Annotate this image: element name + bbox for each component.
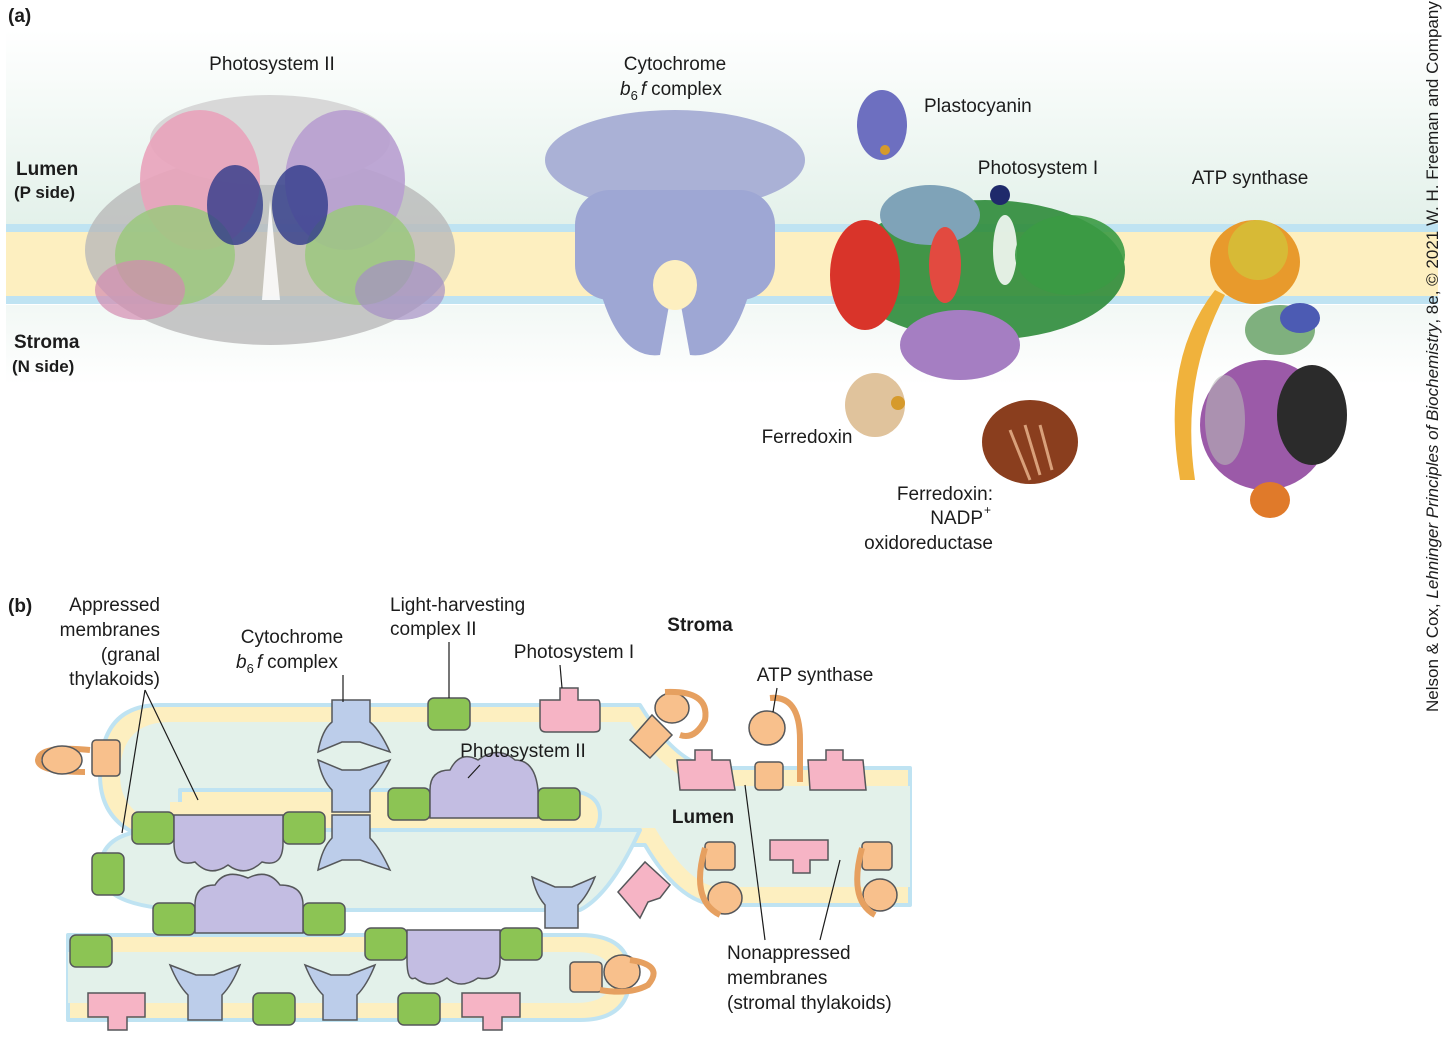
lhcii-label-line1: Light-harvesting bbox=[390, 595, 525, 616]
psii-complex bbox=[429, 751, 539, 819]
lhcii-complex bbox=[282, 811, 326, 845]
atp-synthase bbox=[748, 694, 803, 791]
atp-synthase bbox=[34, 739, 121, 777]
b-atp-synthase-label: ATP synthase bbox=[757, 665, 874, 686]
lhcii-label-line2: complex II bbox=[390, 619, 477, 640]
panel-b-tag: (b) bbox=[8, 596, 32, 617]
plastocyanin-label: Plastocyanin bbox=[924, 96, 1032, 117]
fnr-label-line3: oxidoreductase bbox=[864, 533, 993, 554]
psii-complex bbox=[173, 814, 284, 872]
b-cytochrome-complex: complex bbox=[267, 652, 338, 673]
photosystem-i-structure bbox=[830, 185, 1125, 380]
psi-complex bbox=[676, 749, 736, 791]
cytochrome-complex bbox=[168, 963, 242, 1021]
psi-complex bbox=[807, 749, 867, 791]
b-cytochrome-f: f bbox=[257, 652, 264, 673]
appressed-label-line4: thylakoids) bbox=[69, 669, 160, 690]
appressed-label-line2: membranes bbox=[60, 620, 160, 641]
panel-a: (a) Lumen (P side) Stroma (N side) Photo… bbox=[6, 6, 1438, 554]
b-cytochrome-subscript: 6 bbox=[247, 661, 254, 676]
b-lumen-label: Lumen bbox=[672, 807, 734, 828]
atp-synthase-complexes bbox=[34, 688, 898, 995]
cytochrome-complexes bbox=[168, 699, 597, 1021]
ferredoxin-label: Ferredoxin bbox=[762, 427, 853, 448]
b-stroma-label: Stroma bbox=[667, 615, 733, 636]
cytochrome-complex: complex bbox=[651, 79, 722, 100]
panel-a-tag: (a) bbox=[8, 6, 31, 27]
b-photosystem-ii-label: Photosystem II bbox=[460, 741, 586, 762]
photosystem-ii-structure bbox=[85, 95, 455, 345]
lhcii-complex bbox=[152, 902, 196, 936]
lhcii-complex bbox=[131, 811, 175, 845]
b-cytochrome-b: b bbox=[236, 652, 247, 673]
lhcii-complexes bbox=[69, 697, 581, 1026]
appressed-label-line1: Appressed bbox=[69, 595, 160, 616]
lumen-label: Lumen bbox=[16, 159, 78, 180]
credit-line: Nelson & Cox, Lehninger Principles of Bi… bbox=[1423, 1, 1442, 712]
psi-complex bbox=[539, 687, 601, 733]
psi-complexes bbox=[87, 687, 867, 1031]
cytochrome-complex bbox=[316, 758, 392, 813]
lhcii-complex bbox=[69, 934, 113, 968]
psii-complex bbox=[194, 873, 304, 934]
nonappressed-label-line3: (stromal thylakoids) bbox=[727, 993, 892, 1014]
atp-synthase bbox=[569, 954, 657, 995]
atp-synthase bbox=[697, 841, 743, 918]
plastocyanin-structure bbox=[857, 90, 907, 160]
credit-suffix: , 8e, © 2021 W. H. Freeman and Company bbox=[1423, 1, 1442, 324]
credit-prefix: Nelson & Cox, bbox=[1423, 599, 1442, 712]
cytochrome-f: f bbox=[641, 79, 648, 100]
cytochrome-b: b bbox=[620, 79, 631, 100]
photosystem-ii-label: Photosystem II bbox=[209, 54, 335, 75]
cytochrome-complex bbox=[303, 963, 377, 1021]
nonappressed-label-line1: Nonappressed bbox=[727, 943, 851, 964]
cytochrome-b6f-structure bbox=[545, 110, 805, 356]
panel-b: (b) Appressed membranes (granal thylakoi… bbox=[8, 595, 912, 1031]
fnr-structure bbox=[982, 400, 1078, 484]
ferredoxin-structure bbox=[845, 373, 905, 437]
appressed-label-line3: (granal bbox=[101, 645, 160, 666]
cytochrome-complex bbox=[530, 875, 597, 929]
lhcii-complex bbox=[364, 927, 408, 961]
cytochrome-complex bbox=[317, 814, 392, 872]
fnr-superscript: + bbox=[984, 503, 991, 517]
lhcii-complex bbox=[91, 852, 125, 896]
atp-synthase bbox=[854, 841, 898, 918]
lhcii-complex bbox=[397, 992, 441, 1026]
credit-title: Lehninger Principles of Biochemistry bbox=[1423, 322, 1442, 598]
leader-lines bbox=[121, 642, 841, 941]
stroma-label: Stroma bbox=[14, 332, 80, 353]
cytochrome-label-line1: Cytochrome bbox=[624, 54, 726, 75]
psi-complex bbox=[87, 992, 146, 1031]
cytochrome-subscript: 6 bbox=[631, 88, 638, 103]
lhcii-complex bbox=[387, 787, 431, 821]
fnr-label-line1: Ferredoxin: bbox=[897, 484, 993, 505]
lhcii-complex bbox=[537, 787, 581, 821]
lhcii-complex bbox=[252, 992, 296, 1026]
stroma-side-label: (N side) bbox=[12, 357, 74, 376]
fnr-label-line2: NADP bbox=[930, 508, 983, 529]
b-photosystem-i-label: Photosystem I bbox=[514, 642, 634, 663]
psi-complex bbox=[769, 839, 829, 874]
atp-synthase-structure bbox=[1174, 220, 1347, 518]
lhcii-complex bbox=[302, 902, 346, 936]
psii-complexes bbox=[173, 751, 539, 985]
nonappressed-label-line2: membranes bbox=[727, 968, 827, 989]
lhcii-complex bbox=[427, 697, 471, 731]
atp-synthase-label: ATP synthase bbox=[1192, 168, 1309, 189]
psii-complex bbox=[406, 929, 501, 985]
psi-complex bbox=[617, 860, 672, 920]
psi-complex bbox=[461, 992, 521, 1031]
lhcii-complex bbox=[499, 927, 543, 961]
b-cytochrome-label-line1: Cytochrome bbox=[241, 627, 343, 648]
cytochrome-complex bbox=[317, 699, 392, 754]
atp-synthase bbox=[628, 688, 709, 760]
lumen-side-label: (P side) bbox=[14, 183, 75, 202]
photosystem-i-label: Photosystem I bbox=[978, 158, 1098, 179]
